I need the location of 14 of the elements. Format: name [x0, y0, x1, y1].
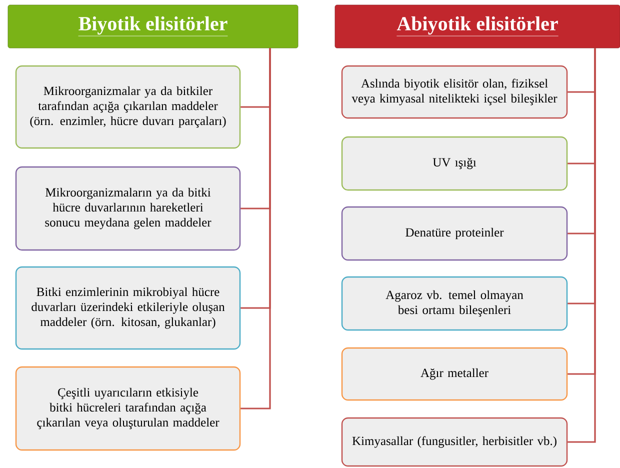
- item-box: Agaroz vb. temel olmayan besi ortamı bileşenleri: [341, 276, 568, 331]
- item-box: Çeşitli uyarıcıların etkisiyle bitki hücreleri tarafından açığa çıkarılan veya oluşturulan maddeler: [15, 366, 241, 451]
- item-box: Ağır metaller: [341, 347, 568, 401]
- item-box: Aslında biyotik elisitör olan, fiziksel veya kimyasal nitelikteki içsel bileşikler: [341, 65, 568, 119]
- item-box: Mikroorganizmalar ya da bitkiler tarafından açığa çıkarılan maddeler (örn. enzimler, hücre duvarı parçaları): [15, 65, 241, 149]
- item-box: Bitki enzimlerinin mikrobiyal hücre duvarları üzerindeki etkileriyle oluşan maddeler (örn. kitosan, glukanlar): [15, 266, 241, 350]
- item-box: Kimyasallar (fungusitler, herbisitler vb.): [341, 417, 568, 467]
- heading-box: Biyotik elisitörler: [8, 4, 298, 48]
- connector-line: [240, 48, 271, 410]
- item-box: Denatüre proteinler: [341, 206, 568, 261]
- heading-box: Abiyotik elisitörler: [334, 4, 620, 48]
- connector-line: [568, 48, 596, 443]
- item-box: Mikroorganizmaların ya da bitki hücre duvarlarının hareketleri sonucu meydana gelen maddeler: [15, 166, 241, 251]
- item-box: UV ışığı: [341, 136, 568, 191]
